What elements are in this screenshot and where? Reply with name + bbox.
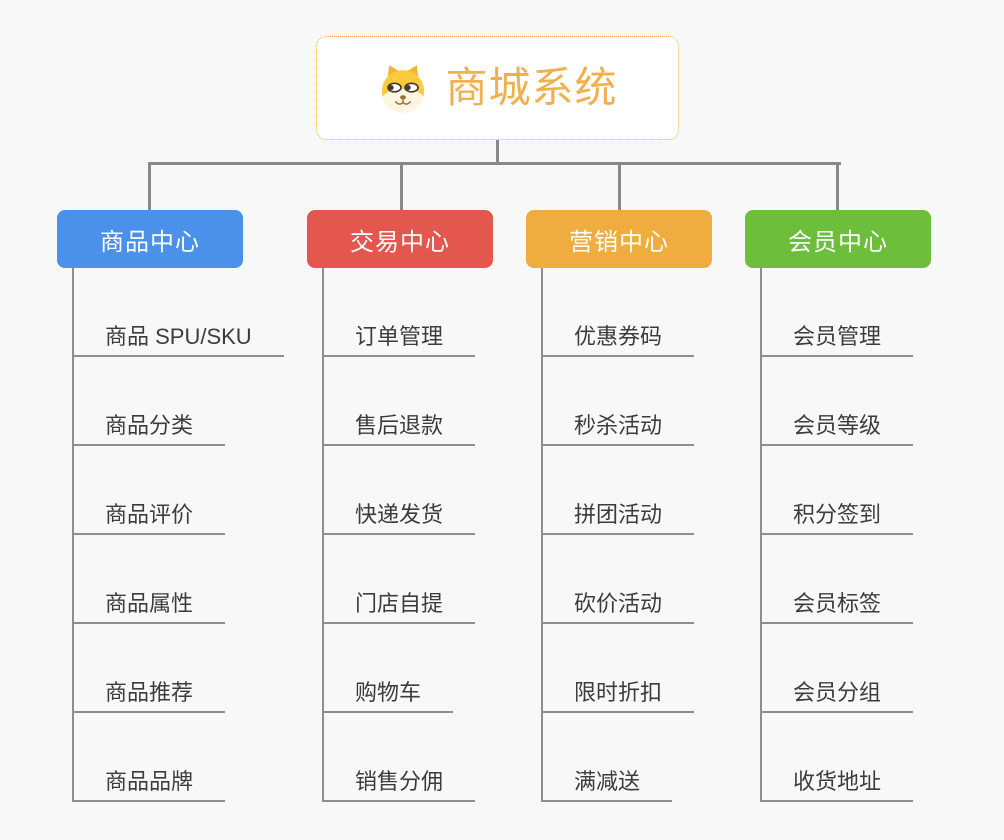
branch-member-center: 会员中心 会员管理 会员等级 积分签到 会员标签 会员分组 收货地址 [745,210,931,802]
leaf-node[interactable]: 快递发货 [323,446,476,535]
branch-children: 商品 SPU/SKU 商品分类 商品评价 商品属性 商品推荐 商品品牌 [73,268,284,802]
branch-children: 订单管理 售后退款 快递发货 门店自提 购物车 销售分佣 [323,268,493,802]
branch-node[interactable]: 会员中心 [745,210,931,268]
root-title: 商城系统 [445,64,618,111]
leaf-node[interactable]: 会员标签 [761,535,914,624]
leaf-node[interactable]: 商品属性 [73,535,226,624]
leaf-node[interactable]: 满减送 [542,713,673,802]
branch-label: 会员中心 [788,228,888,256]
leaf-node[interactable]: 拼团活动 [542,446,695,535]
connector-drop-line [400,162,403,210]
leaf-node[interactable]: 会员等级 [761,357,914,446]
branch-marketing-center: 营销中心 优惠券码 秒杀活动 拼团活动 砍价活动 限时折扣 满减送 [526,210,712,802]
branch-node[interactable]: 商品中心 [57,210,243,268]
leaf-node[interactable]: 限时折扣 [542,624,695,713]
leaf-node[interactable]: 积分签到 [761,446,914,535]
leaf-node[interactable]: 会员分组 [761,624,914,713]
leaf-node[interactable]: 购物车 [323,624,454,713]
root-node[interactable]: 商城系统 [316,36,679,140]
leaf-node[interactable]: 收货地址 [761,713,914,802]
connector-drop-line [836,162,839,210]
branch-trunk-line [72,268,74,802]
branch-node[interactable]: 营销中心 [526,210,712,268]
branch-product-center: 商品中心 商品 SPU/SKU 商品分类 商品评价 商品属性 商品推荐 商品品牌 [57,210,284,802]
branch-trunk-line [760,268,762,802]
branch-children: 优惠券码 秒杀活动 拼团活动 砍价活动 限时折扣 满减送 [542,268,712,802]
leaf-node[interactable]: 优惠券码 [542,268,695,357]
connector-drop-line [148,162,151,210]
branch-label: 交易中心 [350,228,450,256]
connector-root-stub [496,140,499,165]
leaf-node[interactable]: 商品 SPU/SKU [73,268,284,357]
branch-label: 商品中心 [100,228,200,256]
leaf-node[interactable]: 售后退款 [323,357,476,446]
leaf-node[interactable]: 秒杀活动 [542,357,695,446]
connector-horizontal-line [148,162,841,165]
leaf-node[interactable]: 订单管理 [323,268,476,357]
branch-children: 会员管理 会员等级 积分签到 会员标签 会员分组 收货地址 [761,268,931,802]
leaf-node[interactable]: 商品分类 [73,357,226,446]
branch-trunk-line [322,268,324,802]
connector-drop-line [618,162,621,210]
branch-trunk-line [541,268,543,802]
leaf-node[interactable]: 商品品牌 [73,713,226,802]
branch-label: 营销中心 [569,228,669,256]
leaf-node[interactable]: 门店自提 [323,535,476,624]
leaf-node[interactable]: 会员管理 [761,268,914,357]
leaf-node[interactable]: 砍价活动 [542,535,695,624]
branch-trade-center: 交易中心 订单管理 售后退款 快递发货 门店自提 购物车 销售分佣 [307,210,493,802]
leaf-node[interactable]: 商品推荐 [73,624,226,713]
branch-node[interactable]: 交易中心 [307,210,493,268]
leaf-node[interactable]: 商品评价 [73,446,226,535]
dog-face-icon [377,62,429,114]
leaf-node[interactable]: 销售分佣 [323,713,476,802]
